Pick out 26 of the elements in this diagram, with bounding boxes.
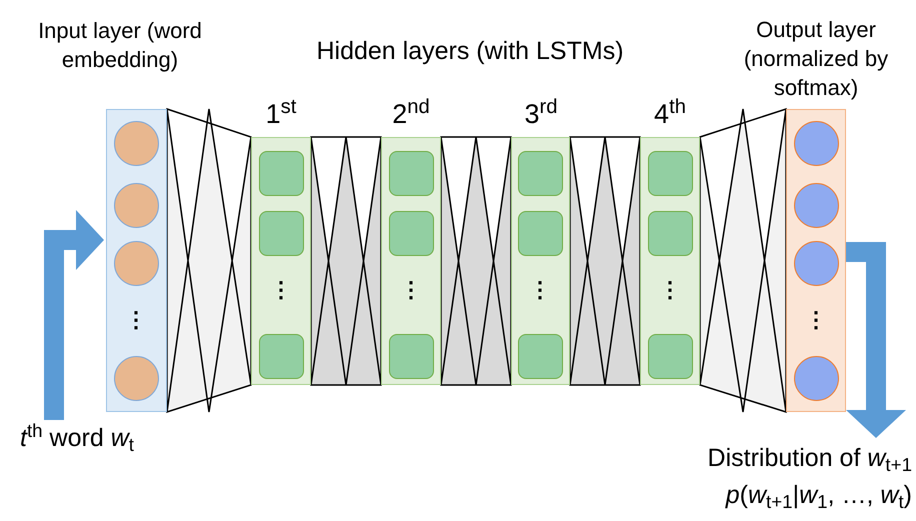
hidden-layer-column xyxy=(251,137,311,385)
hidden-layer-column xyxy=(511,137,570,385)
ellipsis-mark: ⋮ xyxy=(400,279,422,301)
ellipsis-mark: ⋮ xyxy=(270,279,292,301)
caption-text: Distribution of w$_{t+1}$ xyxy=(708,443,912,477)
hidden-layer-column xyxy=(381,137,441,385)
ellipsis-mark: ⋮ xyxy=(659,279,681,301)
layer-heading: Input layer (word embedding) xyxy=(37,17,203,74)
connection-block xyxy=(569,136,641,386)
ellipsis-mark: ⋮ xyxy=(529,279,551,301)
connection-block xyxy=(440,136,512,386)
connection-block xyxy=(310,136,382,386)
arrow xyxy=(44,210,104,420)
output-layer-column xyxy=(786,109,846,412)
layer-heading: 1$^{st}$ xyxy=(266,101,296,128)
ellipsis-mark: ⋮ xyxy=(125,309,147,331)
connection-block xyxy=(699,108,787,414)
caption-text: p(w$_{t+1}$|w$_{1}$, …, w$_{t}$) xyxy=(726,480,912,514)
connection-block xyxy=(166,108,252,413)
arrow xyxy=(846,242,906,438)
hidden-layer-column xyxy=(640,137,700,385)
input-layer-column xyxy=(106,109,167,412)
diagram-title: Hidden layers (with LSTMs) xyxy=(315,36,625,67)
caption-text: t$^{th}$ word w$_{t}$ xyxy=(20,420,134,457)
ellipsis-mark: ⋮ xyxy=(805,309,827,331)
layer-heading: Output layer (normalized by softmax) xyxy=(742,16,890,102)
